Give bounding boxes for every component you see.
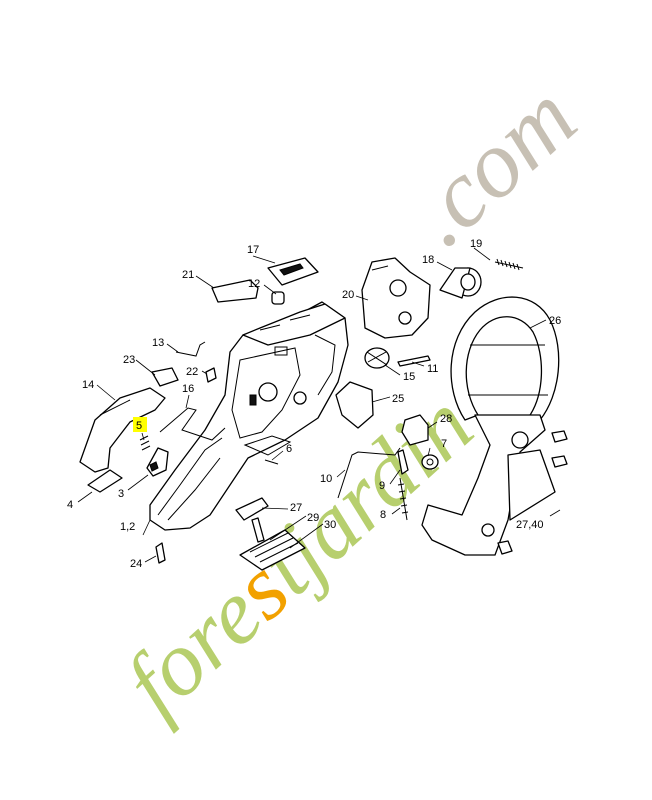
- part-18-intake-boot: [439, 267, 482, 299]
- label-part-19: 19: [470, 238, 482, 250]
- label-part-4: 4: [67, 499, 73, 511]
- part-16-wire: [159, 407, 226, 441]
- label-part-27: 27: [290, 502, 302, 514]
- label-part-1-2: 1,2: [120, 521, 135, 533]
- label-part-18: 18: [422, 254, 434, 266]
- part-22-clip: [205, 367, 217, 383]
- label-part-21: 21: [182, 269, 194, 281]
- label-part-9: 9: [379, 480, 385, 492]
- part-27-29-pad: [235, 497, 306, 571]
- label-part-23: 23: [123, 354, 135, 366]
- label-part-16: 16: [182, 383, 194, 395]
- part-11-screw: [397, 355, 431, 367]
- part-17-logo-plate: [267, 257, 319, 286]
- label-part-3: 3: [118, 488, 124, 500]
- part-5-spring: [139, 435, 151, 451]
- leader-lines: [77, 247, 561, 563]
- label-part-7: 7: [441, 438, 447, 450]
- label-part-12: 12: [248, 278, 260, 290]
- label-part-25: 25: [392, 393, 404, 405]
- part-labels: 1,2 3 4 5 6 7 8 9 10 11 12 13 14 15 16 1…: [67, 238, 561, 570]
- label-part-13: 13: [152, 337, 164, 349]
- part-28-clip: [401, 414, 429, 446]
- part-7-nut: [421, 454, 439, 470]
- watermark-domain: .com: [387, 63, 595, 266]
- label-part-29: 29: [307, 512, 319, 524]
- part-10-wire-rod: [337, 447, 401, 499]
- highlight-part-5: [133, 417, 147, 432]
- part-13-link: [175, 341, 206, 357]
- label-part-6: 6: [286, 443, 292, 455]
- label-part-26: 26: [549, 315, 561, 327]
- part-15-buffer: [364, 347, 390, 369]
- part-23-catch: [151, 367, 179, 387]
- label-part-14: 14: [82, 379, 94, 391]
- label-part-8: 8: [380, 509, 386, 521]
- part-14-slot: [99, 399, 131, 416]
- part-3-bracket: [146, 447, 169, 477]
- label-part-20: 20: [342, 289, 354, 301]
- label-part-27-40: 27,40: [516, 519, 544, 531]
- part-12-grommet: [271, 291, 285, 305]
- part-19-spring: [494, 258, 524, 271]
- label-part-17: 17: [247, 244, 259, 256]
- label-part-30: 30: [324, 519, 336, 531]
- part-24-screw: [155, 542, 166, 564]
- label-part-10: 10: [320, 473, 332, 485]
- part-4-lever: [87, 469, 123, 493]
- part-6-pin: [264, 459, 279, 465]
- label-part-15: 15: [403, 371, 415, 383]
- part-21-cover: [211, 279, 259, 303]
- label-part-24: 24: [130, 558, 142, 570]
- part-25-carb-box: [335, 381, 374, 429]
- label-part-11: 11: [427, 363, 438, 375]
- part-26-handlebar: [421, 296, 568, 556]
- label-part-5: 5: [136, 420, 142, 432]
- part-14-hand-guard: [79, 387, 166, 473]
- part-9-8-bolt: [397, 449, 409, 521]
- part-20-bracket: [361, 257, 431, 339]
- crankcase-housing: [149, 301, 349, 531]
- label-part-22: 22: [186, 366, 198, 378]
- label-part-28: 28: [440, 413, 452, 425]
